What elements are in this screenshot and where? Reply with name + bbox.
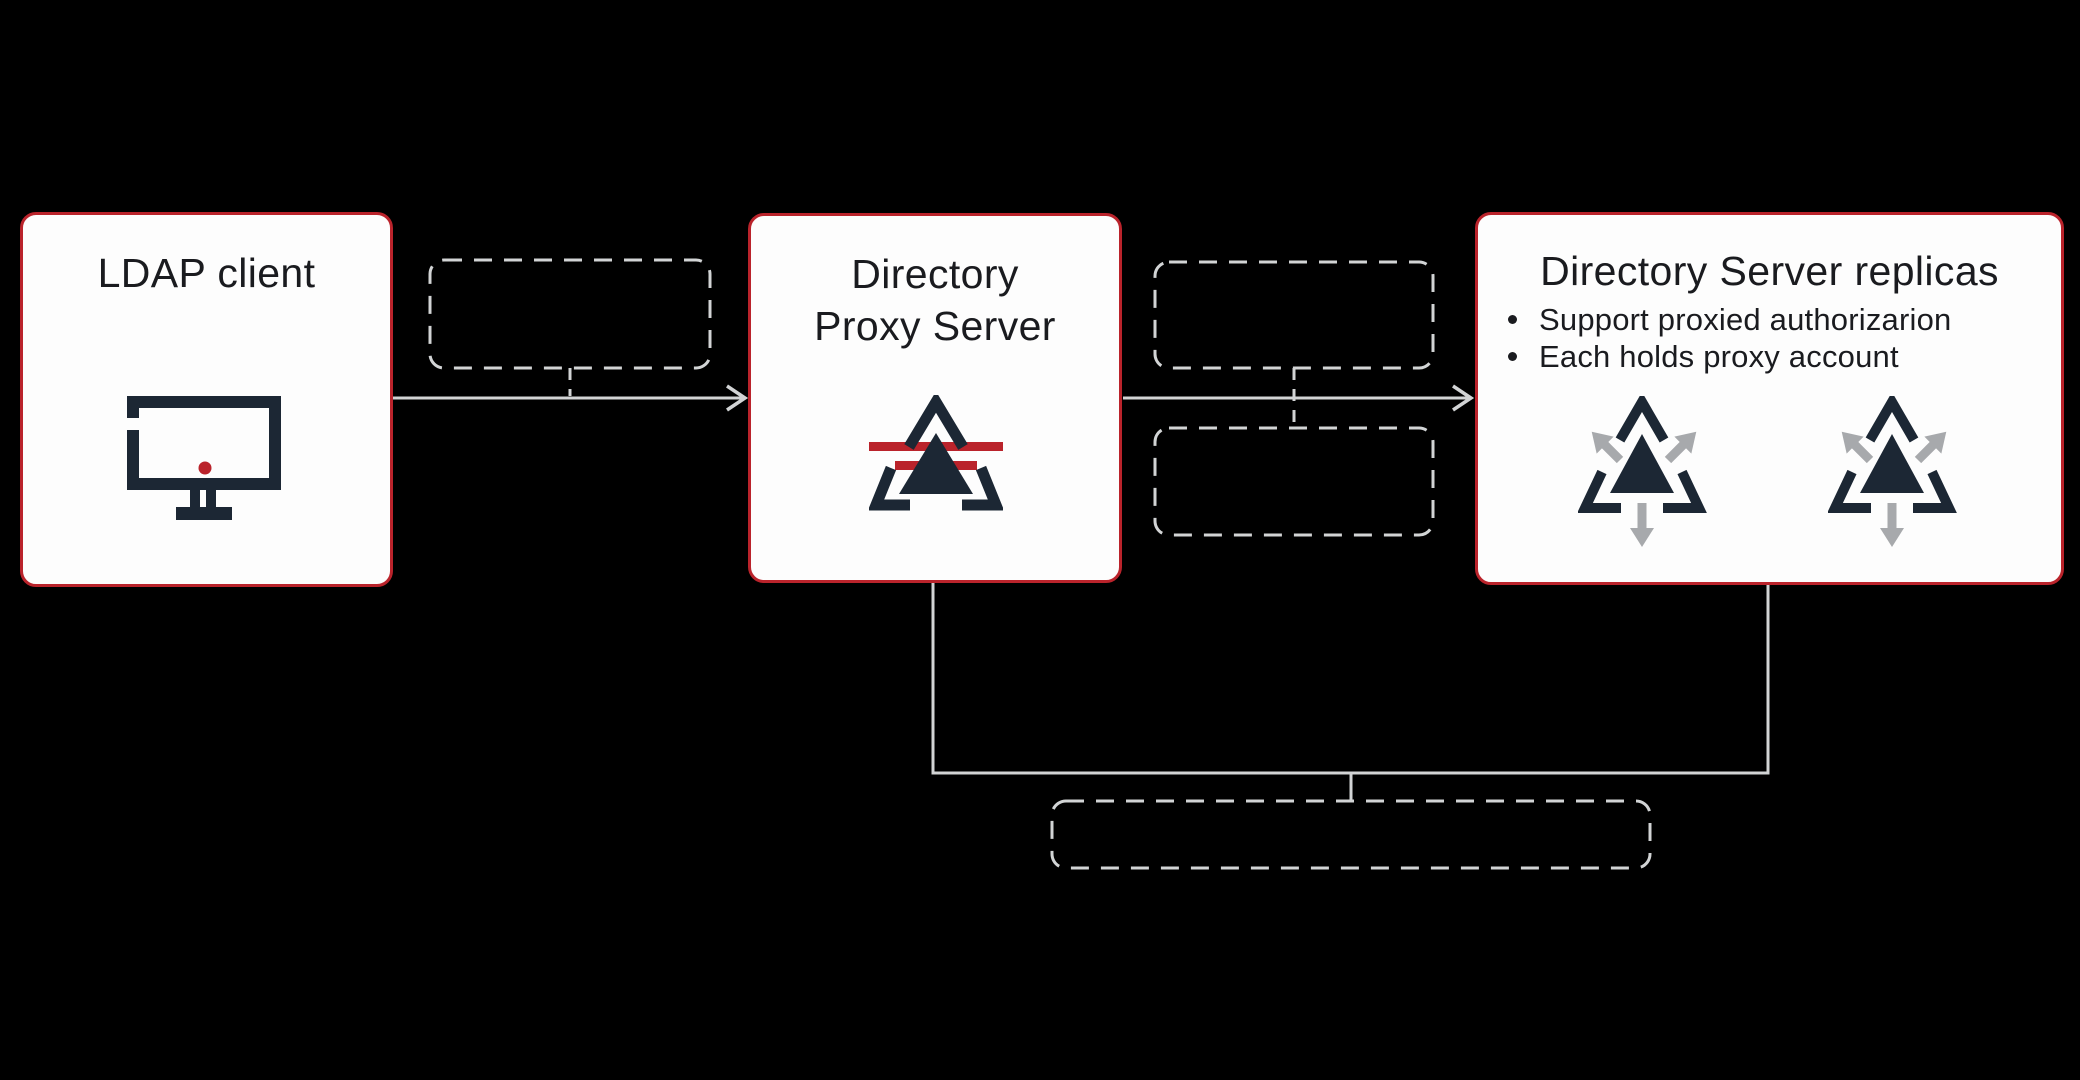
directory-proxy-server-title: Directory Proxy Server bbox=[751, 248, 1119, 352]
placeholder-box-bottom bbox=[1050, 799, 1652, 870]
monitor-icon bbox=[127, 396, 281, 520]
ldap-client-title: LDAP client bbox=[97, 250, 316, 296]
replica-triangle-sync-icon bbox=[1828, 396, 1960, 548]
directory-server-replicas-title: Directory Server replicas bbox=[1540, 248, 1999, 294]
placeholder-box-proxy-replicas-top bbox=[1153, 260, 1435, 370]
ldap-client-box: LDAP client bbox=[20, 212, 393, 587]
arrowhead-right-icon bbox=[1452, 384, 1475, 412]
monitor-dot-icon bbox=[198, 461, 212, 475]
bullet-icon bbox=[1508, 315, 1517, 324]
list-item: Support proxied authorizarion bbox=[1508, 301, 1952, 338]
directory-proxy-server-box: Directory Proxy Server bbox=[748, 213, 1122, 583]
directory-server-triangle-icon bbox=[869, 395, 1003, 511]
list-item: Each holds proxy account bbox=[1508, 338, 1952, 375]
title-line-2: Proxy Server bbox=[814, 303, 1056, 349]
bullet-text: Support proxied authorizarion bbox=[1539, 301, 1952, 337]
connector-bracket bbox=[931, 583, 1770, 775]
directory-server-replicas-box: Directory Server replicas Support proxie… bbox=[1475, 212, 2064, 585]
placeholder-box-client-proxy bbox=[428, 258, 712, 370]
bullet-icon bbox=[1508, 352, 1517, 361]
title-line-1: Directory bbox=[851, 251, 1019, 297]
replica-triangle-sync-icon bbox=[1578, 396, 1707, 547]
replicas-bullet-list: Support proxied authorizarion Each holds… bbox=[1508, 301, 1952, 375]
arrowhead-right-icon bbox=[726, 384, 749, 412]
bullet-text: Each holds proxy account bbox=[1539, 338, 1899, 374]
placeholder-box-proxy-replicas-bottom bbox=[1153, 426, 1435, 537]
